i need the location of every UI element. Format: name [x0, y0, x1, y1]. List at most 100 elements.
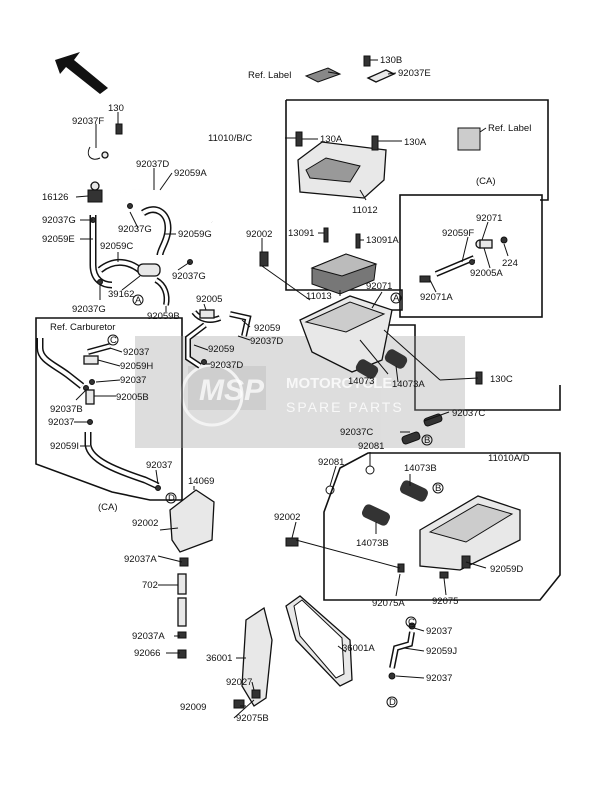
label-ref-label-a: Ref. Label — [248, 70, 291, 81]
label-92059j: 92059J — [426, 646, 457, 657]
label-ca-right: (CA) — [476, 176, 496, 187]
label-130: 130 — [108, 103, 124, 114]
label-92059g: 92059G — [178, 229, 212, 240]
label-92037f: 92037F — [72, 116, 104, 127]
airbox-housing — [259, 251, 393, 373]
label-14073: 14073 — [348, 376, 374, 387]
label-92037b: 92037B — [50, 404, 83, 415]
label-92037-a: 92037 — [123, 347, 149, 358]
label-92037-b: 92037 — [120, 375, 146, 386]
label-130a-b: 130A — [404, 137, 427, 148]
label-92075: 92075 — [432, 596, 458, 607]
label-36001a: 36001A — [342, 643, 375, 654]
bracket-14069 — [169, 489, 215, 659]
label-92037-f: 92037 — [426, 673, 452, 684]
front-direction-arrow — [55, 52, 108, 94]
label-92037c-b: 92037C — [340, 427, 373, 438]
label-14073a: 14073A — [392, 379, 425, 390]
label-11012: 11012 — [352, 205, 378, 216]
label-224: 224 — [502, 258, 518, 269]
watermark — [135, 336, 465, 448]
label-92066: 92066 — [134, 648, 160, 659]
side-covers — [233, 595, 353, 709]
label-92037g-b: 92037G — [118, 224, 152, 235]
label-92037g-d: 92037G — [72, 304, 106, 315]
callout-d-left: D — [168, 493, 175, 504]
watermark-brand: MSP — [199, 374, 265, 407]
label-92059e: 92059E — [42, 234, 75, 245]
label-92037e: 92037E — [398, 68, 431, 79]
ca-left-frame — [35, 317, 183, 501]
callout-d-right: D — [389, 697, 396, 708]
label-36001: 36001 — [206, 653, 232, 664]
label-92071a: 92071A — [420, 292, 453, 303]
label-92059b: 92059B — [147, 311, 180, 322]
label-130c: 130C — [490, 374, 513, 385]
label-92037-e: 92037 — [426, 626, 452, 637]
label-92059a: 92059A — [174, 168, 207, 179]
label-parts — [304, 55, 481, 151]
label-92059f: 92059F — [442, 228, 474, 239]
leader-lines — [74, 59, 509, 719]
label-92005a: 92005A — [470, 268, 503, 279]
label-39162: 39162 — [108, 289, 134, 300]
label-130b: 130B — [380, 55, 402, 66]
main-airbox-frame — [286, 99, 549, 201]
callout-a-left: A — [135, 295, 142, 306]
intake-ducts — [355, 349, 483, 445]
label-14069: 14069 — [188, 476, 214, 487]
label-92071-b: 92071 — [366, 281, 392, 292]
label-92059-b: 92059 — [208, 344, 234, 355]
callout-b-lower: B — [435, 483, 441, 494]
label-92037g-a: 92037G — [42, 215, 76, 226]
lower-airbox — [285, 465, 521, 579]
label-92037d-c: 92037D — [210, 360, 243, 371]
callout-a-right: A — [393, 293, 400, 304]
label-92009: 92009 — [180, 702, 206, 713]
callout-c-right: C — [408, 617, 415, 628]
label-92037-c: 92037 — [48, 417, 74, 428]
airbox-cover — [295, 131, 387, 199]
label-14073b-a: 14073B — [404, 463, 437, 474]
label-13091: 13091 — [288, 228, 314, 239]
label-ref-label-b: Ref. Label — [488, 123, 531, 134]
ca-right-frame — [399, 194, 543, 318]
clip-13091 — [323, 227, 329, 243]
label-92027: 92027 — [226, 677, 252, 688]
lower-airbox-frame — [323, 452, 561, 601]
label-11013: 11013 — [306, 291, 332, 302]
label-ca-left: (CA) — [98, 502, 118, 513]
label-92037g-c: 92037G — [172, 271, 206, 282]
label-92005: 92005 — [196, 294, 222, 305]
label-ref-carburetor: Ref. Carburetor — [50, 322, 115, 333]
label-92005b: 92005B — [116, 392, 149, 403]
label-92059h: 92059H — [120, 361, 153, 372]
label-92037d-top: 92037D — [136, 159, 169, 170]
label-13091a: 13091A — [366, 235, 399, 246]
label-92037a-b: 92037A — [132, 631, 165, 642]
label-92037c-a: 92037C — [452, 408, 485, 419]
drain-hose — [388, 622, 416, 680]
label-11010bc: 11010/B/C — [208, 133, 252, 144]
watermark-line1: MOTORCYCLE — [286, 375, 392, 392]
label-92081-a: 92081 — [358, 441, 384, 452]
label-92002-a: 92002 — [246, 229, 272, 240]
clip-13091a — [355, 233, 361, 249]
middle-hoses — [185, 309, 252, 369]
air-filter-element — [310, 253, 378, 295]
label-92059c: 92059C — [100, 241, 133, 252]
callout-c-left: C — [110, 335, 117, 346]
label-130a-a: 130A — [320, 134, 343, 145]
label-702: 702 — [142, 580, 158, 591]
label-16126: 16126 — [42, 192, 68, 203]
label-92059d: 92059D — [490, 564, 523, 575]
label-92002-c: 92002 — [274, 512, 300, 523]
ca-right-parts — [419, 236, 508, 283]
label-92037a-a: 92037A — [124, 554, 157, 565]
part-labels: 130 92037F 92037D 92059A 16126 92037G 92… — [42, 55, 531, 724]
label-92002-b: 92002 — [132, 518, 158, 529]
callout-markers — [107, 292, 444, 708]
breather-hose-assembly — [87, 123, 213, 306]
label-11010ad: 11010A/D — [488, 453, 530, 464]
